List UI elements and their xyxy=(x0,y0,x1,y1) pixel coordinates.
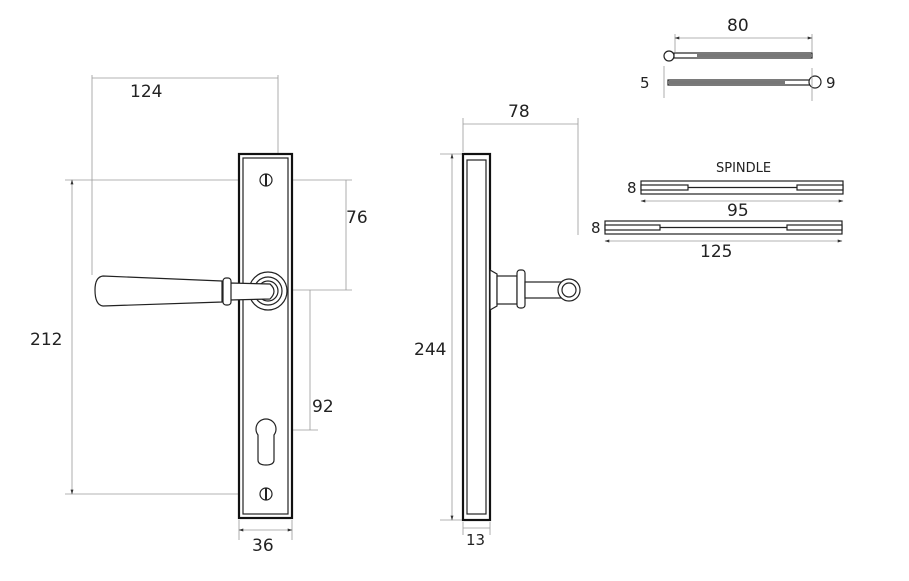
dim-80: 80 xyxy=(727,16,749,36)
dim-212: 212 xyxy=(30,330,62,350)
screw-head xyxy=(663,50,675,62)
screw-icon xyxy=(259,173,273,187)
dim-95: 95 xyxy=(727,201,749,221)
dim-9: 9 xyxy=(826,74,836,92)
dim-124: 124 xyxy=(130,82,162,102)
cylinder-keyhole xyxy=(255,418,277,466)
lever-handle xyxy=(94,275,223,307)
dim-125: 125 xyxy=(700,242,732,262)
fixing-screws: 80 5 9 xyxy=(640,16,836,101)
dim-5: 5 xyxy=(640,74,650,92)
dim-spindle-8: 8 xyxy=(627,179,637,197)
dim-76: 76 xyxy=(346,208,368,228)
lever-collar xyxy=(222,277,232,306)
spindles: SPINDLE 8 95 8 125 xyxy=(591,161,844,262)
screw-head xyxy=(808,75,822,89)
screw-icon xyxy=(259,487,273,501)
dim-13: 13 xyxy=(466,531,485,549)
lever-neck xyxy=(229,282,275,301)
dim-78: 78 xyxy=(508,102,530,122)
side-view: 78 244 13 xyxy=(414,102,581,549)
dim-spindle-8-long: 8 xyxy=(591,219,601,237)
dim-244: 244 xyxy=(414,340,446,360)
dim-36: 36 xyxy=(252,536,274,556)
spindle-title: SPINDLE xyxy=(716,161,771,176)
front-view: 124 212 76 92 36 xyxy=(30,75,368,556)
dim-92: 92 xyxy=(312,397,334,417)
